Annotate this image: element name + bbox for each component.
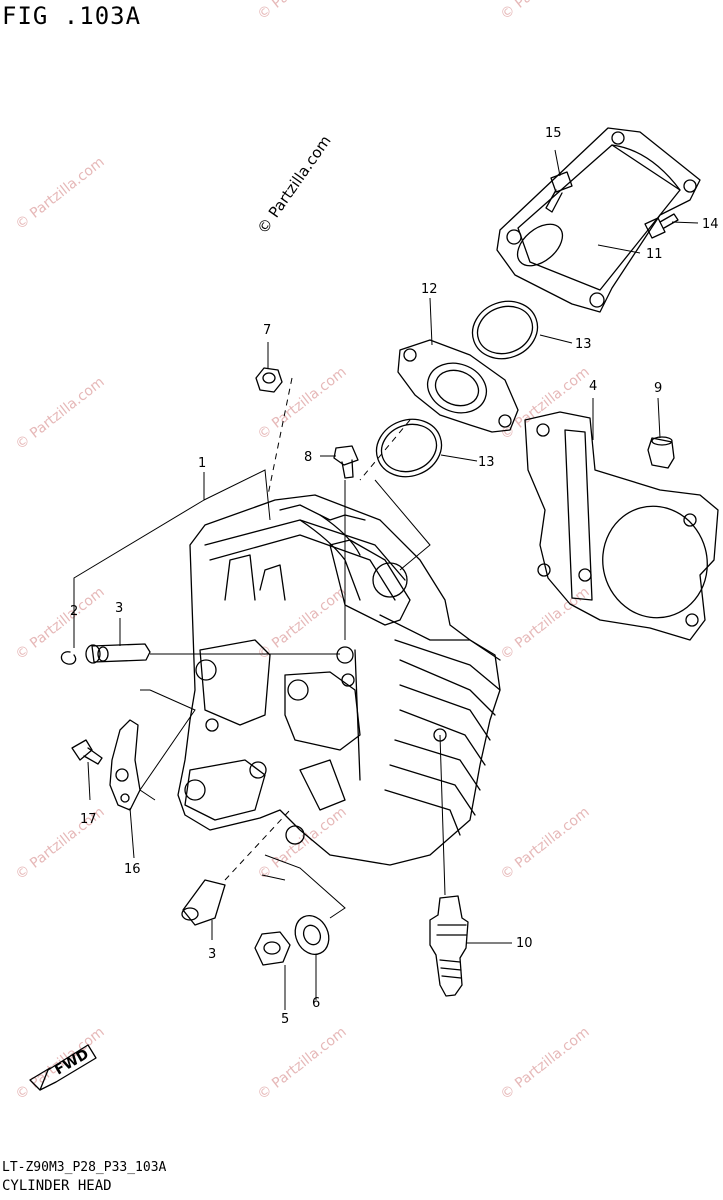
diagram-code: LT-Z90M3_P28_P33_103A (2, 1160, 167, 1175)
watermark: © Partzilla.com (498, 1024, 593, 1103)
watermark: © Partzilla.com (498, 804, 593, 883)
part-5-nut (254, 931, 291, 966)
part-17-screw (71, 739, 103, 765)
part-4-head-gasket (524, 411, 719, 641)
watermark: © Partzilla.com (498, 0, 593, 23)
callout-13-upper: 13 (575, 337, 592, 352)
part-7-nut (255, 367, 283, 393)
watermark: © Partzilla.com (13, 154, 108, 233)
part-3-dowel-lower (181, 879, 226, 926)
watermark: © Partzilla.com (255, 364, 350, 443)
credit-text: © Partzilla.com (254, 132, 335, 237)
dashed-alignment-lines (224, 377, 431, 881)
diagram-name: CYLINDER HEAD (2, 1178, 112, 1194)
callout-3-lower: 3 (208, 947, 216, 962)
part-13-o-ring-upper (471, 300, 539, 360)
figure-title: FIG .103A (2, 2, 142, 30)
callout-11: 11 (646, 247, 663, 262)
callout-4: 4 (589, 379, 597, 394)
part-14-bolt (644, 213, 679, 239)
callout-5: 5 (281, 1012, 289, 1027)
part-8-bolt (333, 445, 359, 479)
watermark: © Partzilla.com (255, 1024, 350, 1103)
callout-10: 10 (516, 936, 533, 951)
callout-8: 8 (304, 450, 312, 465)
callout-7: 7 (263, 323, 271, 338)
watermark: © Partzilla.com (255, 804, 350, 883)
watermark: © Partzilla.com (255, 0, 350, 23)
leader-lines (73, 149, 699, 1010)
part-12-intake-insulator (397, 339, 519, 433)
callout-16: 16 (124, 862, 141, 877)
part-10-spark-plug (429, 895, 469, 997)
part-6-washer (294, 915, 330, 955)
watermark: © Partzilla.com (255, 584, 350, 663)
callout-9: 9 (654, 381, 662, 396)
callout-1: 1 (198, 456, 206, 471)
watermark: © Partzilla.com (498, 584, 593, 663)
part-2-clip (60, 651, 77, 665)
callout-labels: 1 2 3 3 4 5 6 7 8 9 10 11 12 13 13 14 15… (70, 126, 719, 1027)
part-9-dowel-pin (647, 436, 675, 469)
watermark: © Partzilla.com (13, 374, 108, 453)
part-3-dowel-upper (85, 643, 151, 664)
callout-14: 14 (702, 217, 719, 232)
watermark: © Partzilla.com (13, 584, 108, 663)
part-11-intake-pipe (496, 127, 701, 313)
part-16-bracket (109, 719, 141, 811)
callout-2: 2 (70, 604, 78, 619)
callout-17: 17 (80, 812, 97, 827)
callout-6: 6 (312, 996, 320, 1011)
callout-3-upper: 3 (115, 601, 123, 616)
callout-12: 12 (421, 282, 438, 297)
callout-15: 15 (545, 126, 562, 141)
callout-13-lower: 13 (478, 455, 495, 470)
part-15-bolt (545, 171, 573, 213)
part-13-o-ring-lower (375, 418, 443, 478)
